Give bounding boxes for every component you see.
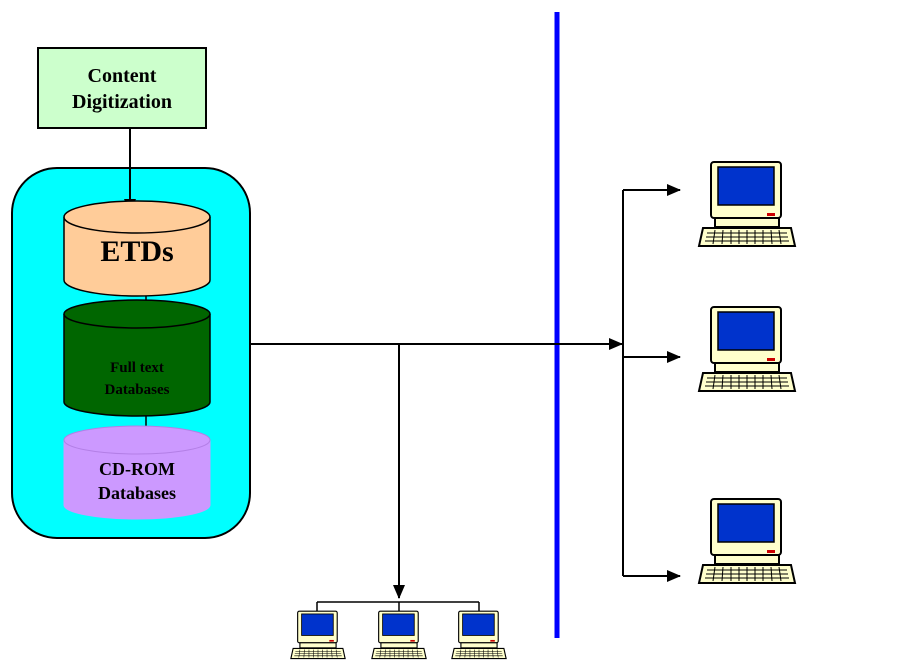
content-digitization-box: Content Digitization — [37, 47, 207, 129]
full-text-databases-cylinder: Full text Databases — [63, 299, 211, 417]
cd-rom-label-line1: CD-ROM — [99, 459, 175, 479]
desktop-computer-icon — [371, 610, 427, 660]
full-text-label-line1: Full text — [110, 360, 164, 376]
desktop-computer-icon — [451, 610, 507, 660]
cd-rom-label-line2: Databases — [98, 483, 176, 503]
remote-branch — [622, 184, 681, 582]
etds-label: ETDs — [100, 235, 173, 268]
content-digitization-line1: Content — [88, 65, 157, 87]
cd-rom-databases-cylinder: CD-ROM Databases — [63, 425, 211, 520]
desktop-computer-icon — [698, 306, 796, 392]
local-lan-bus — [316, 601, 480, 612]
desktop-computer-icon — [698, 161, 796, 247]
desktop-computer-icon — [698, 498, 796, 584]
content-digitization-line2: Digitization — [72, 91, 172, 113]
etds-cylinder: ETDs — [63, 200, 211, 297]
desktop-computer-icon — [290, 610, 346, 660]
full-text-label-line2: Databases — [104, 382, 169, 398]
